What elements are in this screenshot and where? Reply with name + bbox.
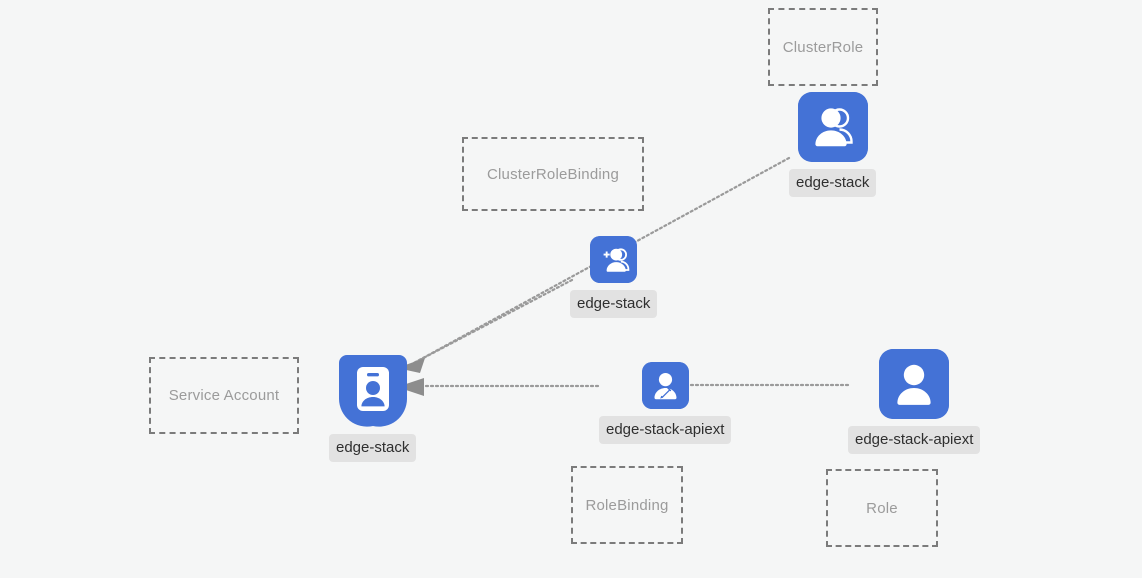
cluster-role-binding-icon[interactable]: [590, 236, 638, 283]
node-serviceaccount[interactable]: edge-stack: [329, 355, 417, 462]
type-box-role: Role: [826, 469, 938, 547]
type-label-clusterrolebinding: ClusterRoleBinding: [486, 165, 619, 183]
type-box-rolebinding: RoleBinding: [571, 466, 683, 544]
node-role[interactable]: edge-stack-apiext: [848, 349, 981, 454]
edge-clusterrolebinding-to-serviceaccount: [410, 278, 574, 366]
type-box-clusterrolebinding: ClusterRoleBinding: [462, 137, 644, 211]
type-box-clusterrole: ClusterRole: [768, 8, 878, 86]
node-name-clusterrole: edge-stack: [789, 169, 877, 197]
type-label-role: Role: [866, 499, 898, 517]
type-label-clusterrole: ClusterRole: [782, 38, 864, 56]
type-label-rolebinding: RoleBinding: [585, 496, 669, 514]
cluster-role-icon[interactable]: [797, 92, 868, 162]
role-binding-icon[interactable]: [641, 362, 689, 409]
node-name-rolebinding: edge-stack-apiext: [599, 416, 732, 444]
node-clusterrole[interactable]: edge-stack: [789, 92, 877, 197]
service-account-icon[interactable]: [338, 355, 407, 427]
node-name-clusterrolebinding: edge-stack: [570, 290, 658, 318]
node-rolebinding[interactable]: edge-stack-apiext: [599, 362, 732, 444]
type-box-serviceaccount: Service Account: [149, 357, 299, 434]
type-label-serviceaccount: Service Account: [168, 387, 280, 404]
node-clusterrolebinding[interactable]: edge-stack: [570, 236, 658, 318]
node-name-serviceaccount: edge-stack: [329, 434, 417, 462]
node-name-role: edge-stack-apiext: [848, 426, 981, 454]
role-icon[interactable]: [879, 349, 950, 419]
